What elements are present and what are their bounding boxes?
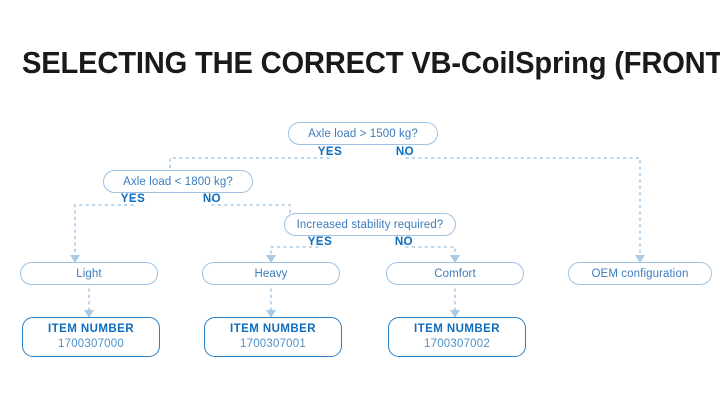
decision-label: Axle load < 1800 kg?	[123, 175, 233, 188]
result-node-comfort[interactable]: Comfort	[386, 262, 524, 285]
item-number-box-heavy[interactable]: ITEM NUMBER 1700307001	[204, 317, 342, 357]
result-node-heavy[interactable]: Heavy	[202, 262, 340, 285]
item-number-value: 1700307001	[240, 338, 306, 350]
result-label: OEM configuration	[591, 267, 689, 280]
decision-label: Increased stability required?	[296, 218, 444, 231]
item-number-title: ITEM NUMBER	[413, 323, 501, 335]
item-number-box-light[interactable]: ITEM NUMBER 1700307000	[22, 317, 160, 357]
item-number-value: 1700307002	[424, 338, 490, 350]
branch-label-d2-yes: YES	[120, 193, 146, 205]
result-node-light[interactable]: Light	[20, 262, 158, 285]
decision-label: Axle load > 1500 kg?	[308, 127, 418, 140]
branch-label-d3-yes: YES	[307, 236, 333, 248]
page-title: SELECTING THE CORRECT VB-CoilSpring (FRO…	[22, 45, 720, 80]
item-number-title: ITEM NUMBER	[229, 323, 317, 335]
item-number-title: ITEM NUMBER	[47, 323, 135, 335]
result-node-oem-configuration[interactable]: OEM configuration	[568, 262, 712, 285]
item-number-value: 1700307000	[58, 338, 124, 350]
item-number-box-comfort[interactable]: ITEM NUMBER 1700307002	[388, 317, 526, 357]
branch-label-d2-no: NO	[202, 193, 222, 205]
wire-d2-yes	[74, 198, 134, 255]
branch-label-d3-no: NO	[394, 236, 414, 248]
wire-d1-no	[404, 152, 641, 255]
branch-label-d1-yes: YES	[317, 146, 343, 158]
decision-node-increased-stability[interactable]: Increased stability required?	[284, 213, 456, 236]
decision-node-axle-load-1800[interactable]: Axle load < 1800 kg?	[103, 170, 253, 193]
result-label: Light	[76, 267, 102, 280]
branch-label-d1-no: NO	[395, 146, 415, 158]
decision-node-axle-load-1500[interactable]: Axle load > 1500 kg?	[288, 122, 438, 145]
result-label: Heavy	[254, 267, 288, 280]
result-label: Comfort	[434, 267, 476, 280]
